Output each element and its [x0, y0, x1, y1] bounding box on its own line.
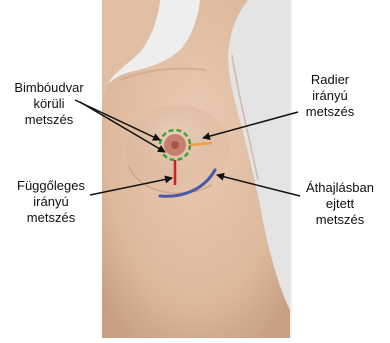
periareolar-label-line-2: körüli: [4, 96, 94, 112]
inframammary-label: Áthajlásban ejtett metszés: [292, 180, 388, 228]
inframammary-label-line-3: metszés: [292, 212, 388, 228]
radial-label-line-2: irányú: [282, 88, 378, 104]
periareolar-label-line-3: metszés: [4, 112, 94, 128]
radial-label-line-3: metszés: [282, 104, 378, 120]
radial-label: Radier irányú metszés: [282, 72, 378, 120]
periareolar-label: Bimbóudvar körüli metszés: [4, 80, 94, 128]
nipple: [171, 141, 179, 149]
radial-label-line-1: Radier: [282, 72, 378, 88]
vertical-label-line-2: irányú: [4, 194, 98, 210]
vertical-label-line-1: Függőleges: [4, 178, 98, 194]
inframammary-label-line-2: ejtett: [292, 196, 388, 212]
vertical-label-line-3: metszés: [4, 210, 98, 226]
inframammary-label-line-1: Áthajlásban: [292, 180, 388, 196]
periareolar-label-line-1: Bimbóudvar: [4, 80, 94, 96]
vertical-label: Függőleges irányú metszés: [4, 178, 98, 226]
